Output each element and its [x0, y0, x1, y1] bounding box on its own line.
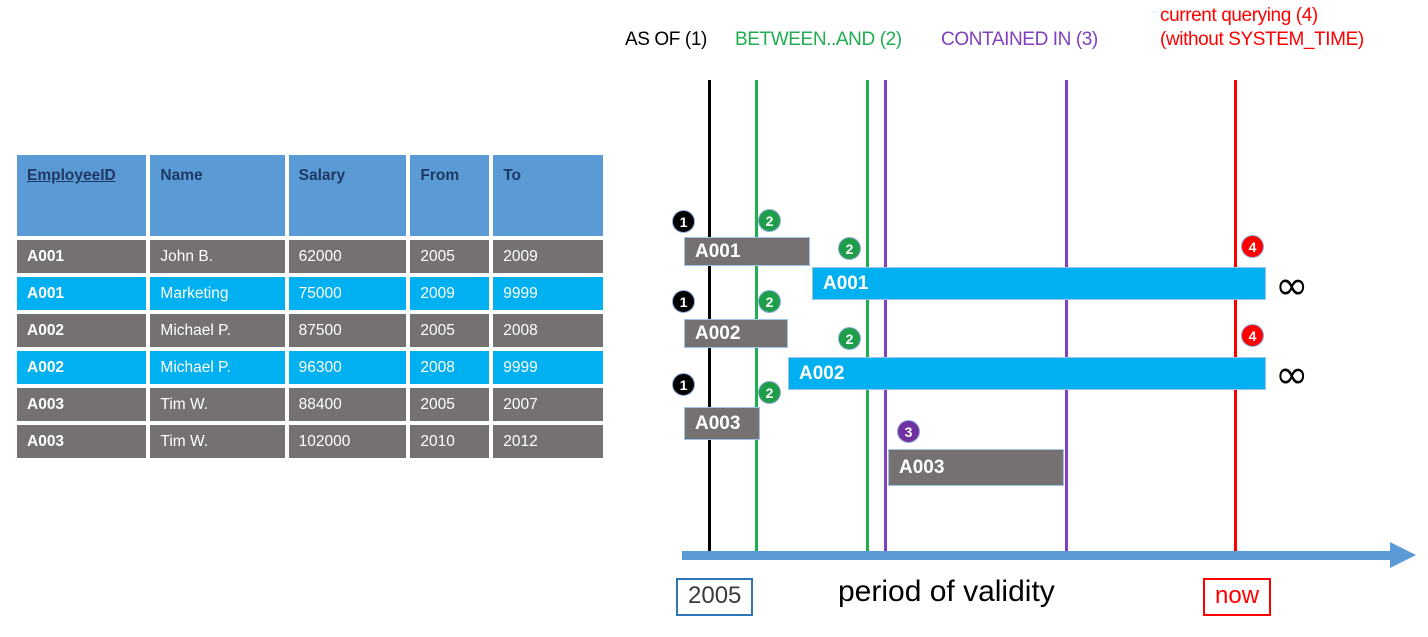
legend-contained-in: CONTAINED IN (3)	[941, 29, 1098, 50]
badge-1-a001: 1	[672, 210, 695, 233]
legend-current-line1: current querying (4)	[1160, 5, 1318, 26]
cell-employeeid: A002	[16, 350, 148, 385]
cell-employeeid: A001	[16, 239, 148, 274]
cell-to: 2009	[492, 239, 604, 274]
cell-employeeid: A003	[16, 424, 148, 459]
badge-1-a002: 1	[672, 290, 695, 313]
cell-to: 2012	[492, 424, 604, 459]
cell-employeeid: A001	[16, 276, 148, 311]
badge-2-a001-start: 2	[758, 209, 781, 232]
column-header-from: From	[409, 154, 491, 237]
cell-name: Tim W.	[149, 387, 286, 422]
bar-a001-current: A001	[812, 267, 1266, 300]
cell-salary: 62000	[287, 239, 408, 274]
cell-from: 2005	[409, 387, 491, 422]
legend-current-line2: (without SYSTEM_TIME)	[1160, 29, 1364, 50]
cell-from: 2009	[409, 276, 491, 311]
table-row: A002 Michael P. 87500 2005 2008	[16, 313, 604, 348]
now-line	[1234, 80, 1237, 558]
cell-from: 2008	[409, 350, 491, 385]
between-end-line	[866, 80, 869, 558]
cell-employeeid: A002	[16, 313, 148, 348]
axis-start-label: 2005	[676, 578, 754, 616]
badge-2-a002-end: 2	[838, 327, 861, 350]
badge-2-a002-start: 2	[758, 290, 781, 313]
badge-4-a002-now: 4	[1241, 324, 1264, 347]
cell-salary: 88400	[287, 387, 408, 422]
bar-a003-second: A003	[888, 449, 1064, 486]
infinity-icon: ∞	[1275, 352, 1309, 398]
cell-name: John B.	[149, 239, 286, 274]
cell-name: Michael P.	[149, 313, 286, 348]
table-row: A002 Michael P. 96300 2008 9999	[16, 350, 604, 385]
table-header: EmployeeID Name Salary From To	[16, 154, 604, 237]
table-header-row: EmployeeID Name Salary From To	[16, 154, 604, 237]
table-row: A001 John B. 62000 2005 2009	[16, 239, 604, 274]
table-row: A001 Marketing 75000 2009 9999	[16, 276, 604, 311]
cell-to: 9999	[492, 350, 604, 385]
table-row: A003 Tim W. 88400 2005 2007	[16, 387, 604, 422]
contained-start-line	[884, 80, 887, 558]
contained-end-line	[1065, 80, 1068, 558]
legend-current-querying: current querying (4) (without SYSTEM_TIM…	[1160, 4, 1364, 52]
cell-to: 2008	[492, 313, 604, 348]
cell-name: Marketing	[149, 276, 286, 311]
axis-arrow-icon	[1390, 542, 1416, 568]
cell-salary: 75000	[287, 276, 408, 311]
badge-4-a001-now: 4	[1241, 235, 1264, 258]
cell-from: 2005	[409, 239, 491, 274]
cell-from: 2005	[409, 313, 491, 348]
column-header-name: Name	[149, 154, 286, 237]
bar-a001-historical: A001	[684, 237, 810, 266]
axis-now-label: now	[1203, 578, 1272, 616]
column-header-employeeid: EmployeeID	[16, 154, 148, 237]
legend-as-of: AS OF (1)	[625, 29, 707, 50]
cell-salary: 87500	[287, 313, 408, 348]
infinity-icon: ∞	[1275, 263, 1309, 309]
column-header-to: To	[492, 154, 604, 237]
cell-name: Tim W.	[149, 424, 286, 459]
bar-a003-historical: A003	[684, 407, 760, 440]
badge-1-a003: 1	[672, 373, 695, 396]
legend-between-and: BETWEEN..AND (2)	[735, 29, 902, 50]
bar-a002-historical: A002	[684, 319, 788, 348]
employee-history-table: EmployeeID Name Salary From To A001 John…	[14, 152, 606, 461]
axis-title: period of validity	[838, 575, 1055, 608]
cell-to: 2007	[492, 387, 604, 422]
badge-2-a001-end: 2	[838, 237, 861, 260]
time-axis	[682, 551, 1395, 560]
bar-a002-current: A002	[788, 357, 1266, 390]
column-header-salary: Salary	[287, 154, 408, 237]
cell-to: 9999	[492, 276, 604, 311]
cell-employeeid: A003	[16, 387, 148, 422]
table-row: A003 Tim W. 102000 2010 2012	[16, 424, 604, 459]
cell-salary: 96300	[287, 350, 408, 385]
cell-name: Michael P.	[149, 350, 286, 385]
cell-from: 2010	[409, 424, 491, 459]
badge-2-a003-start: 2	[758, 381, 781, 404]
cell-salary: 102000	[287, 424, 408, 459]
table-body: A001 John B. 62000 2005 2009 A001 Market…	[16, 239, 604, 459]
badge-3-a003-contained: 3	[897, 420, 920, 443]
